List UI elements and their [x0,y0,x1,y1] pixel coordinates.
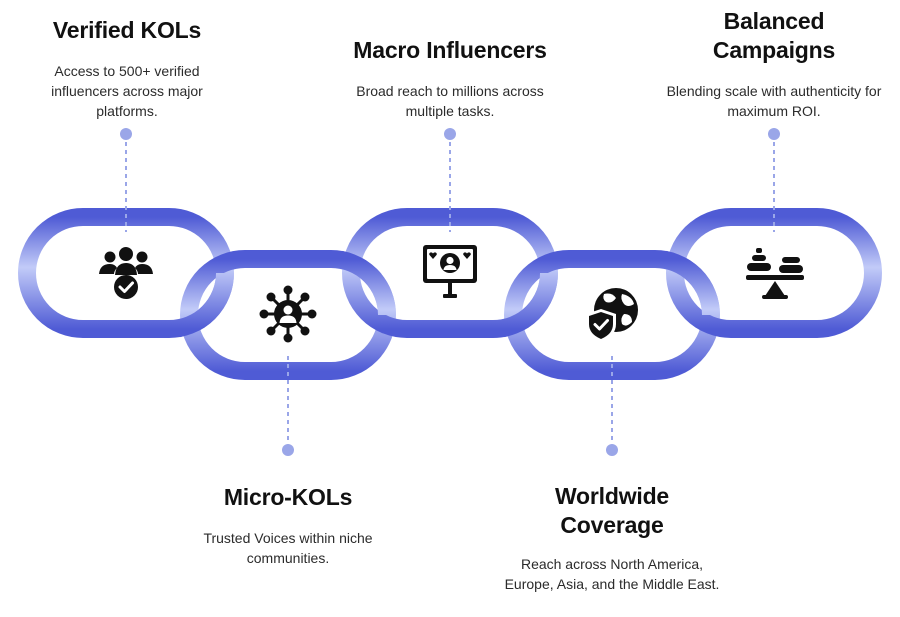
connector-dot [120,128,132,140]
step-micro-kols: Micro-KOLs Trusted Voices within niche c… [188,483,388,568]
connector-dot [282,444,294,456]
verified-users-icon [99,247,153,299]
influencer-screen-icon [423,245,477,298]
step-description: Access to 500+ verified influencers acro… [51,63,203,119]
step-description: Broad reach to millions across multiple … [356,83,544,119]
step-description: Trusted Voices within niche communities. [203,530,373,566]
connector-dot [768,128,780,140]
step-title: Worldwide Coverage [554,483,670,538]
step-verified-kols: Verified KOLs Access to 500+ verified in… [20,16,234,121]
step-macro-influencers: Macro Influencers Broad reach to million… [335,36,565,121]
connector-dot [606,444,618,456]
globe-shield-icon [586,288,638,342]
balance-scale-icon [746,248,804,299]
step-description: Blending scale with authenticity for max… [666,83,882,119]
step-title: Verified KOLs [52,17,202,43]
step-balanced-campaigns: Balanced Campaigns Blending scale with a… [664,7,884,121]
step-worldwide-coverage: Worldwide Coverage Reach across North Am… [502,482,722,594]
network-person-icon [259,285,317,343]
connector-dot [444,128,456,140]
step-description: Reach across North America, Europe, Asia… [504,556,720,592]
step-title: Balanced Campaigns [712,8,836,63]
step-title: Micro-KOLs [223,484,353,510]
step-title: Macro Influencers [353,37,547,63]
